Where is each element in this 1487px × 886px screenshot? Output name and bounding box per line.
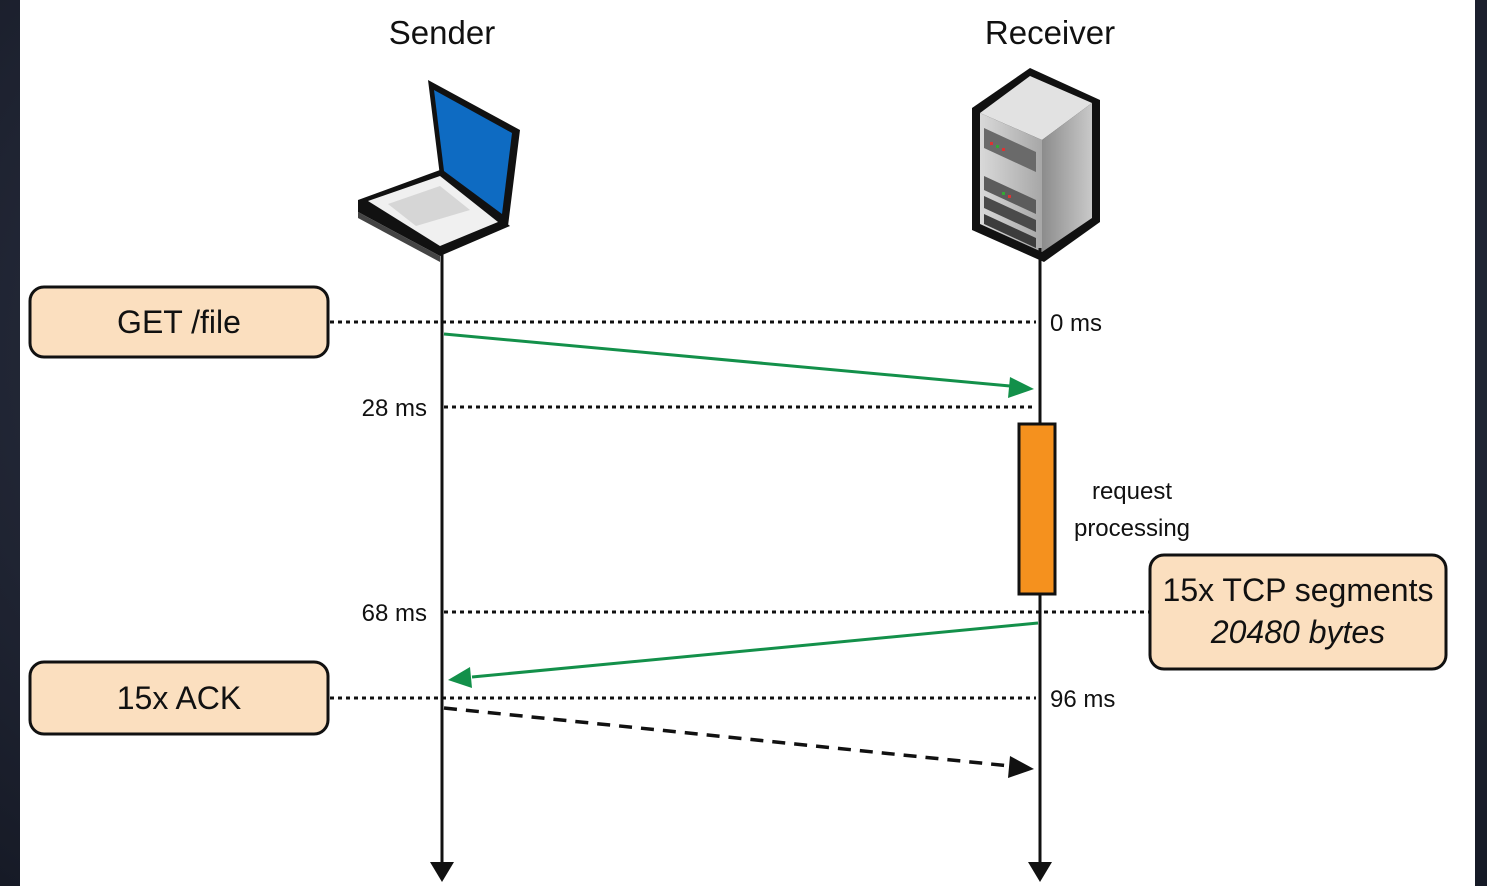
time-label-0: 0 ms xyxy=(1050,310,1102,337)
segments-callout: 15x TCP segments 20480 bytes xyxy=(1148,553,1448,671)
server-tower-icon xyxy=(972,68,1100,262)
receiver-title: Receiver xyxy=(985,14,1115,51)
processing-label-line2: processing xyxy=(1074,515,1190,542)
sender-title: Sender xyxy=(389,14,495,51)
receiver-lifeline-arrowhead xyxy=(1028,862,1052,882)
response-arrow xyxy=(448,621,1039,688)
ack-arrow xyxy=(443,706,1034,778)
ack-callout-text: 15x ACK xyxy=(117,680,242,716)
get-callout-text: GET /file xyxy=(117,304,241,340)
segments-callout-line1: 15x TCP segments xyxy=(1163,572,1434,608)
laptop-icon xyxy=(358,80,520,262)
diagram-canvas xyxy=(20,0,1475,886)
request-arrow xyxy=(443,332,1034,398)
processing-label-line1: request xyxy=(1092,478,1172,505)
get-callout: GET /file xyxy=(28,285,330,359)
sender-lifeline-arrowhead xyxy=(430,862,454,882)
time-label-68: 68 ms xyxy=(362,600,427,627)
segments-callout-line2: 20480 bytes xyxy=(1210,614,1385,650)
processing-bar xyxy=(1017,422,1057,596)
ack-callout: 15x ACK xyxy=(28,660,330,736)
time-label-28: 28 ms xyxy=(362,395,427,422)
time-label-96: 96 ms xyxy=(1050,686,1115,713)
